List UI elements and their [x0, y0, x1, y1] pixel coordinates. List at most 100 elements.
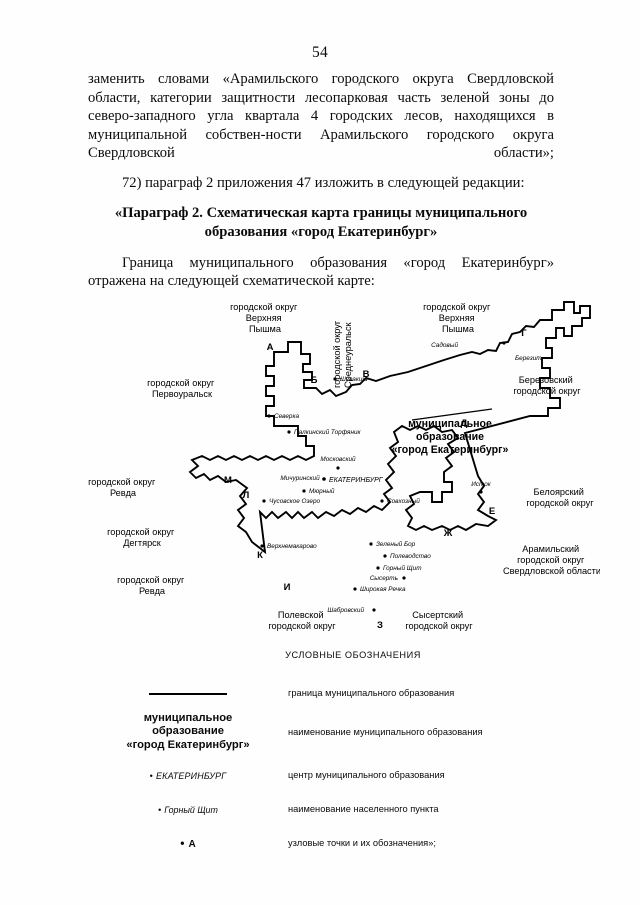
- settlement-dot: [402, 576, 406, 580]
- nodal-point-g: Г: [521, 328, 527, 339]
- settlement-dot: [369, 542, 373, 546]
- legend-nodal-point-label: А: [180, 839, 195, 850]
- municipal-boundary-line: [188, 301, 591, 555]
- neighbor-label-revda-south: городской округ Ревда: [117, 575, 187, 596]
- neighbor-label-pervouralsk: городской округ Первоуральск: [147, 378, 217, 399]
- nodal-point-v: В: [363, 369, 370, 380]
- legend-row-nodal-point: А узловые точки и их обозначения»;: [88, 832, 558, 854]
- legend-mo-line-2: образование: [152, 725, 224, 738]
- settlement-label-berezit: Березит: [515, 355, 542, 362]
- settlement-dot: [479, 490, 483, 494]
- nodal-point-z: З: [377, 620, 383, 631]
- legend-mo-line-3: «город Екатеринбург»: [126, 738, 250, 751]
- settlement-dot: [267, 414, 271, 418]
- paragraph-item-72: 72) параграф 2 приложения 47 изложить в …: [122, 174, 525, 191]
- schematic-map: городской округ Верхняя Пышма городской …: [60, 280, 600, 660]
- settlement-label-chusovskoe-ozero: Чусовское Озеро: [269, 498, 321, 505]
- nodal-point-m: М: [224, 475, 232, 486]
- settlement-dot: [376, 566, 380, 570]
- settlement-label-palkinsky-torfyanik: Палкинский Торфяник: [294, 428, 362, 436]
- paragraph-continuation: заменить словами «Арамильского городског…: [88, 71, 554, 162]
- settlement-labels: Садовый Березит Шувакиш Северка Палкинск…: [260, 341, 542, 614]
- neighbor-label-polevskoy: Полевской городской округ: [268, 610, 336, 631]
- nodal-point-d: Д: [461, 418, 468, 429]
- settlement-dot: [372, 608, 376, 612]
- legend-description-municipality-name: наименование муниципального образования: [288, 727, 483, 738]
- settlement-dot: [336, 466, 340, 470]
- settlement-dot: [287, 430, 291, 434]
- nodal-point-l: Л: [243, 490, 250, 501]
- settlement-label-shabrovsky: Шабровский: [327, 606, 364, 614]
- legend-description-boundary: граница муниципального образования: [288, 688, 455, 698]
- settlement-dot: [502, 341, 506, 345]
- settlement-label-sysert: Сысерть: [370, 575, 398, 582]
- neighbor-label-revda-north: городской округ Ревда: [88, 477, 158, 498]
- nodal-point-a: А: [267, 342, 274, 353]
- legend-settlement-label: Горный Щит: [158, 805, 218, 815]
- legend-row-municipality-name: муниципальное образование «город Екатери…: [88, 712, 558, 752]
- nodal-point-k: К: [257, 550, 263, 561]
- neighbor-label-sysertsky: Сысертский городской округ: [405, 610, 473, 631]
- section-heading-line-2: образования «город Екатеринбург»: [204, 223, 438, 240]
- legend-row-boundary: граница муниципального образования: [88, 682, 558, 704]
- settlement-label-myurny: Мюрный: [309, 487, 335, 495]
- nodal-point-e: Е: [489, 506, 495, 517]
- settlement-dot: [333, 377, 337, 381]
- settlement-label-sadovy: Садовый: [431, 341, 458, 349]
- legend-row-center: ЕКАТЕРИНБУРГ центр муниципального образо…: [88, 764, 558, 786]
- map-title-line-2: образование: [416, 431, 484, 443]
- legend-symbol-boundary-line: [88, 688, 288, 699]
- map-svg: городской округ Верхняя Пышма городской …: [88, 301, 600, 631]
- nodal-point-zh: Ж: [443, 528, 453, 539]
- map-title-line-1: муниципальное: [408, 418, 492, 430]
- boundary-line-icon: [149, 693, 227, 696]
- settlement-label-istok: Исток: [471, 481, 492, 488]
- neighbor-label-degtyarsk: городской округ Дегтярск: [107, 527, 177, 548]
- svg-text:городской округ Сред: городской округ Среднеуральск: [332, 318, 353, 388]
- legend-title: УСЛОВНЫЕ ОБОЗНАЧЕНИЯ: [285, 650, 421, 660]
- legend-symbol-municipality-name: муниципальное образование «город Екатери…: [88, 712, 288, 752]
- settlement-dot: [353, 587, 357, 591]
- legend-row-settlement: Горный Щит наименование населенного пунк…: [88, 798, 558, 820]
- map-title-leader-line: [411, 408, 493, 421]
- settlement-label-shuvakish: Шувакиш: [340, 376, 368, 383]
- body-text-block: заменить словами «Арамильского городског…: [88, 70, 554, 291]
- settlement-dot: [262, 499, 266, 503]
- settlement-label-gorny-shchit: Горный Щит: [383, 564, 422, 572]
- settlement-dot-capital: [322, 477, 326, 481]
- neighbor-label-verhnyaya-pyshma-west: городской округ Верхняя Пышма: [230, 302, 300, 334]
- page-number: 54: [311, 44, 329, 61]
- neighbor-label-verhnyaya-pyshma-east: городской округ Верхняя Пышма: [423, 302, 493, 334]
- neighbor-label-berezovsky: Березовский городской округ: [513, 375, 581, 396]
- settlement-dot: [302, 489, 306, 493]
- neighbor-label-beloyarsky: Белоярский городской округ: [526, 487, 594, 508]
- nodal-point-i: И: [284, 582, 291, 593]
- settlement-label-shirokaya-rechka: Широкая Речка: [360, 586, 406, 593]
- settlement-label-zeleny-bor: Зеленый Бор: [376, 540, 416, 548]
- settlement-dot: [380, 499, 384, 503]
- settlement-dot: [260, 544, 264, 548]
- paragraph-map-intro: Граница муниципального образования «горо…: [88, 254, 554, 290]
- legend-symbol-center: ЕКАТЕРИНБУРГ: [88, 770, 288, 781]
- neighbor-labels: городской округ Верхняя Пышма городской …: [88, 302, 600, 631]
- settlement-label-sovkhozny: Совхозный: [387, 497, 420, 505]
- neighbor-label-aramilsky: Арамильский городской округ Свердловской…: [503, 544, 600, 576]
- map-title-block: муниципальное образование «город Екатери…: [392, 418, 509, 456]
- nodal-point-b: Б: [311, 375, 318, 386]
- settlement-label-polevodstvo: Полеводство: [390, 552, 431, 560]
- nodal-point-labels: А Б В Г Д Е Ж З И К Л М: [224, 328, 527, 631]
- legend-symbol-settlement: Горный Щит: [88, 804, 288, 815]
- legend-rows: граница муниципального образования муниц…: [88, 682, 558, 854]
- legend-mo-line-1: муниципальное: [143, 712, 233, 724]
- legend-description-center: центр муниципального образования: [288, 770, 445, 781]
- map-legend: УСЛОВНЫЕ ОБОЗНАЧЕНИЯ граница муниципальн…: [88, 650, 558, 854]
- settlement-label-verhnemakarovo: Верхнемакарово: [267, 543, 317, 550]
- section-heading: «Параграф 2. Схематическая карта границы…: [88, 204, 554, 242]
- settlement-label-severka: Северка: [274, 413, 299, 420]
- settlement-label-michurinsky: Мичуринский: [280, 474, 320, 482]
- settlement-label-moskovsky: Московский: [320, 455, 356, 463]
- legend-center-label: ЕКАТЕРИНБУРГ: [150, 771, 227, 781]
- settlement-dot: [383, 554, 387, 558]
- legend-description-nodal-point: узловые точки и их обозначения»;: [288, 838, 436, 849]
